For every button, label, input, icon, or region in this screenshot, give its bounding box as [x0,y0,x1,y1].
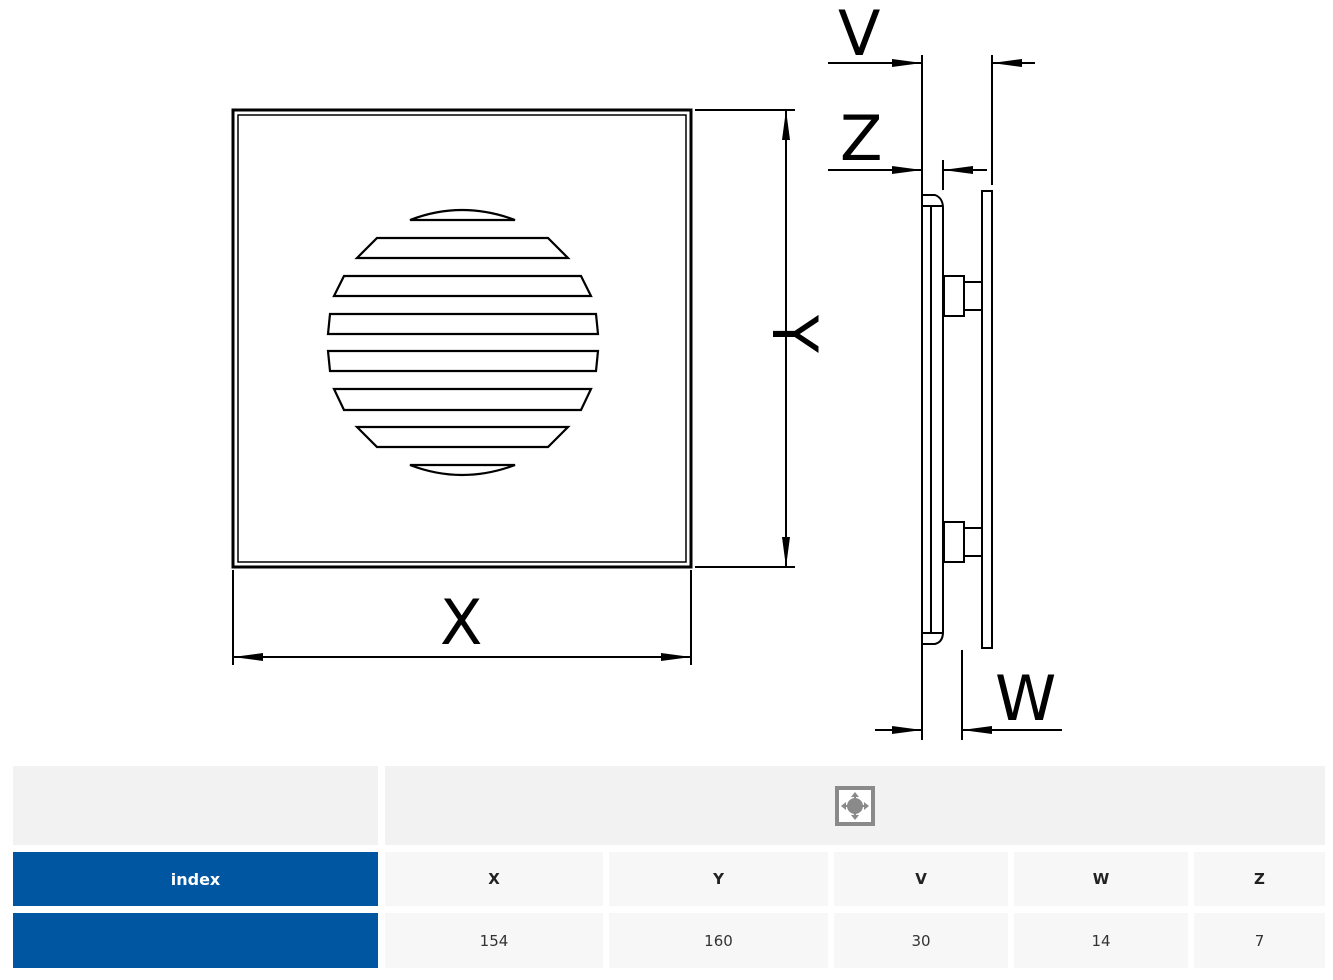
table-corner [13,766,378,845]
dimension-lines [232,55,1062,740]
dimension-label-x: X [440,586,482,659]
value-x: 154 [385,913,603,968]
dimension-label-z: Z [840,102,882,175]
dimension-label-y: Y [758,314,831,353]
column-header-w: W [1014,852,1188,906]
row-index [13,913,378,968]
index-header: index [13,852,378,906]
table-header-icon-cell [385,766,1325,845]
dimension-label-w: W [995,662,1056,735]
technical-drawing: X Y V Z W [231,0,1062,740]
side-view [921,190,993,649]
value-w: 14 [1014,913,1188,968]
grille-slats [326,208,600,477]
dimensions-icon [835,785,875,826]
column-header-v: V [834,852,1008,906]
value-v: 30 [834,913,1008,968]
dimension-label-v: V [838,0,880,70]
value-y: 160 [609,913,828,968]
column-header-z: Z [1194,852,1325,906]
value-z: 7 [1194,913,1325,968]
column-header-y: Y [609,852,828,906]
front-view [231,108,693,569]
column-header-x: X [385,852,603,906]
